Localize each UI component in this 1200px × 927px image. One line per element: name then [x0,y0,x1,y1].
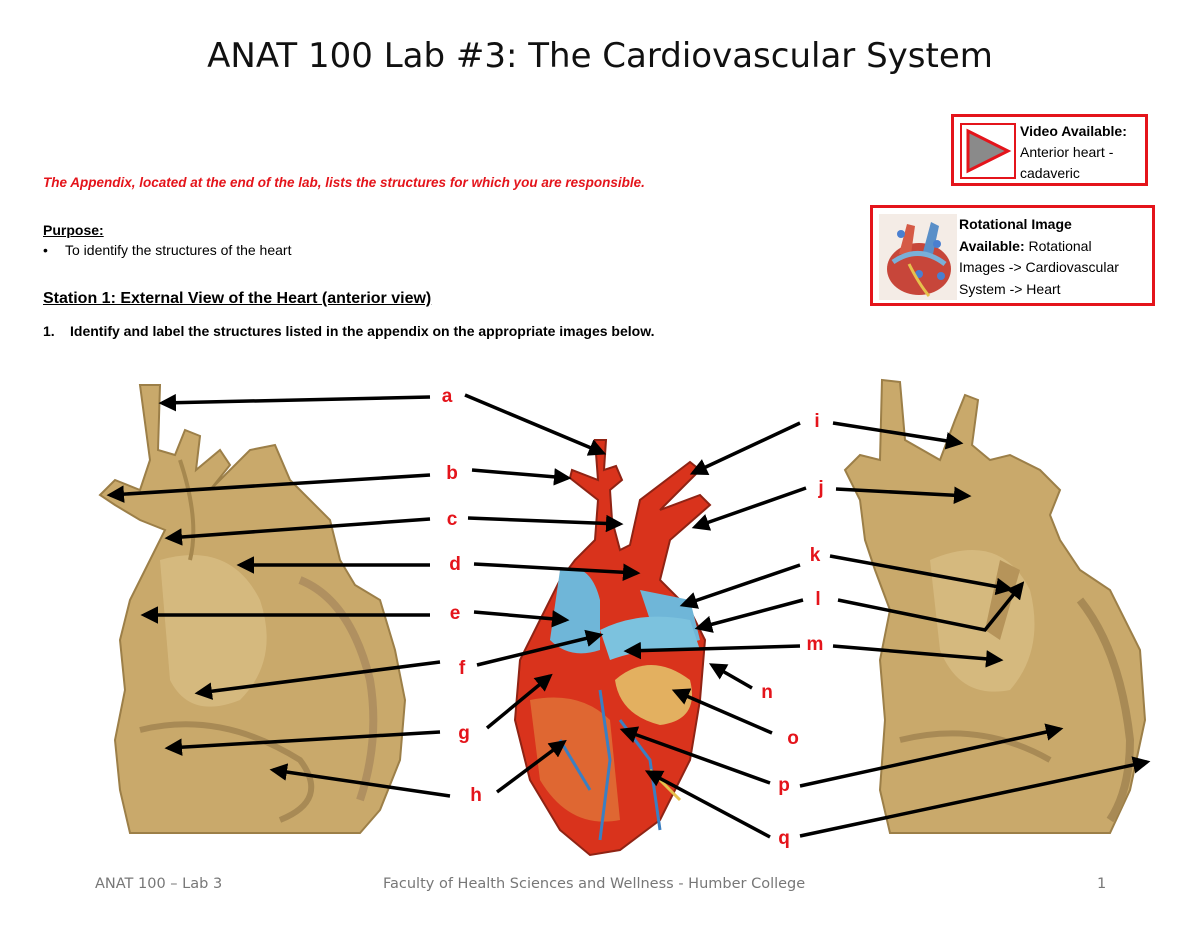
video-line2: cadaveric [1020,165,1080,181]
arrow-p-right [799,723,1064,788]
purpose-item: • To identify the structures of the heart [43,242,291,258]
arrow-k-right [829,554,1014,596]
instruction: 1. Identify and label the structures list… [43,323,654,339]
page-title: ANAT 100 Lab #3: The Cardiovascular Syst… [207,36,993,76]
arrow-j-right [835,486,972,504]
arrow-q-right [799,756,1151,838]
arrow-c-left [164,517,431,546]
label-e: e [449,603,461,624]
label-i: i [814,411,820,432]
video-heading: Video Available: [1020,123,1127,139]
arrow-e-right [473,610,570,628]
pointer-arrows [106,393,1151,839]
footer-faculty: Faculty of Health Sciences and Wellness … [383,876,806,892]
arrow-m-right [832,644,1004,668]
label-f: f [458,658,466,679]
video-available-box[interactable]: Video Available: Anterior heart - cadave… [951,114,1148,186]
arrow-i-left [689,421,801,476]
label-c: c [446,509,458,530]
instruction-text: Identify and label the structures listed… [70,323,655,339]
label-d: d [449,554,461,575]
arrow-j-left [691,486,807,531]
label-m: m [806,634,824,655]
heart-thumbnail-icon[interactable] [879,214,957,300]
arrow-a-left [158,393,431,412]
label-n: n [761,682,773,703]
arrow-h-right [495,739,567,794]
arrow-k-left [679,563,801,609]
rotational-line2: Available: Rotational [959,236,1119,258]
arrow-g-left [164,730,441,756]
rotational-line3: Images -> Cardiovascular [959,259,1119,275]
rotational-heading2: Available: [959,237,1025,254]
arrow-f-left [194,660,441,700]
cadaveric-heart-left-image [98,384,407,834]
footer-course: ANAT 100 – Lab 3 [95,876,223,892]
label-b: b [446,463,458,484]
arrow-b-left [106,473,431,503]
station-heading: Station 1: External View of the Heart (a… [43,290,432,307]
label-h: h [470,785,482,806]
arrow-i-right [832,421,964,450]
arrow-c-right [467,514,624,533]
purpose-heading: Purpose: [43,222,104,238]
label-g: g [458,723,470,744]
arrow-g-right [485,673,553,730]
video-line1: Anterior heart - [1020,144,1114,160]
arrow-b-right [471,468,572,486]
play-icon[interactable] [960,123,1016,179]
arrow-l-right [837,581,1025,632]
rotational-image-text: Rotational Image Available: Rotational I… [959,214,1119,300]
arrow-o [671,688,773,735]
label-q: q [778,828,790,849]
purpose-item-text: To identify the structures of the heart [65,242,292,258]
label-a: a [441,386,453,407]
rotational-line2-rest: Rotational [1024,237,1092,254]
arrow-d-right [473,562,641,581]
appendix-note: The Appendix, located at the end of the … [43,175,645,190]
label-k: k [809,545,821,566]
bullet-icon: • [43,242,48,258]
rotational-heading1: Rotational Image [959,216,1072,232]
arrow-q-left [644,770,771,839]
footer-page-number: 1 [1097,876,1107,892]
label-l: l [815,589,821,610]
arrow-m-left [623,641,801,660]
arrow-n [708,663,753,690]
rotational-line4: System -> Heart [959,280,1061,297]
arrow-f-right [476,629,604,667]
label-j: j [818,478,824,499]
label-p: p [778,775,790,796]
arrow-p-left [619,726,771,785]
arrow-h-left [269,763,451,798]
arrow-l-left [694,598,804,633]
video-available-text: Video Available: Anterior heart - cadave… [1020,121,1127,184]
arrow-a-right [464,393,607,456]
instruction-number: 1. [43,323,55,339]
label-o: o [787,728,799,749]
rotational-image-box[interactable]: Rotational Image Available: Rotational I… [870,205,1155,306]
